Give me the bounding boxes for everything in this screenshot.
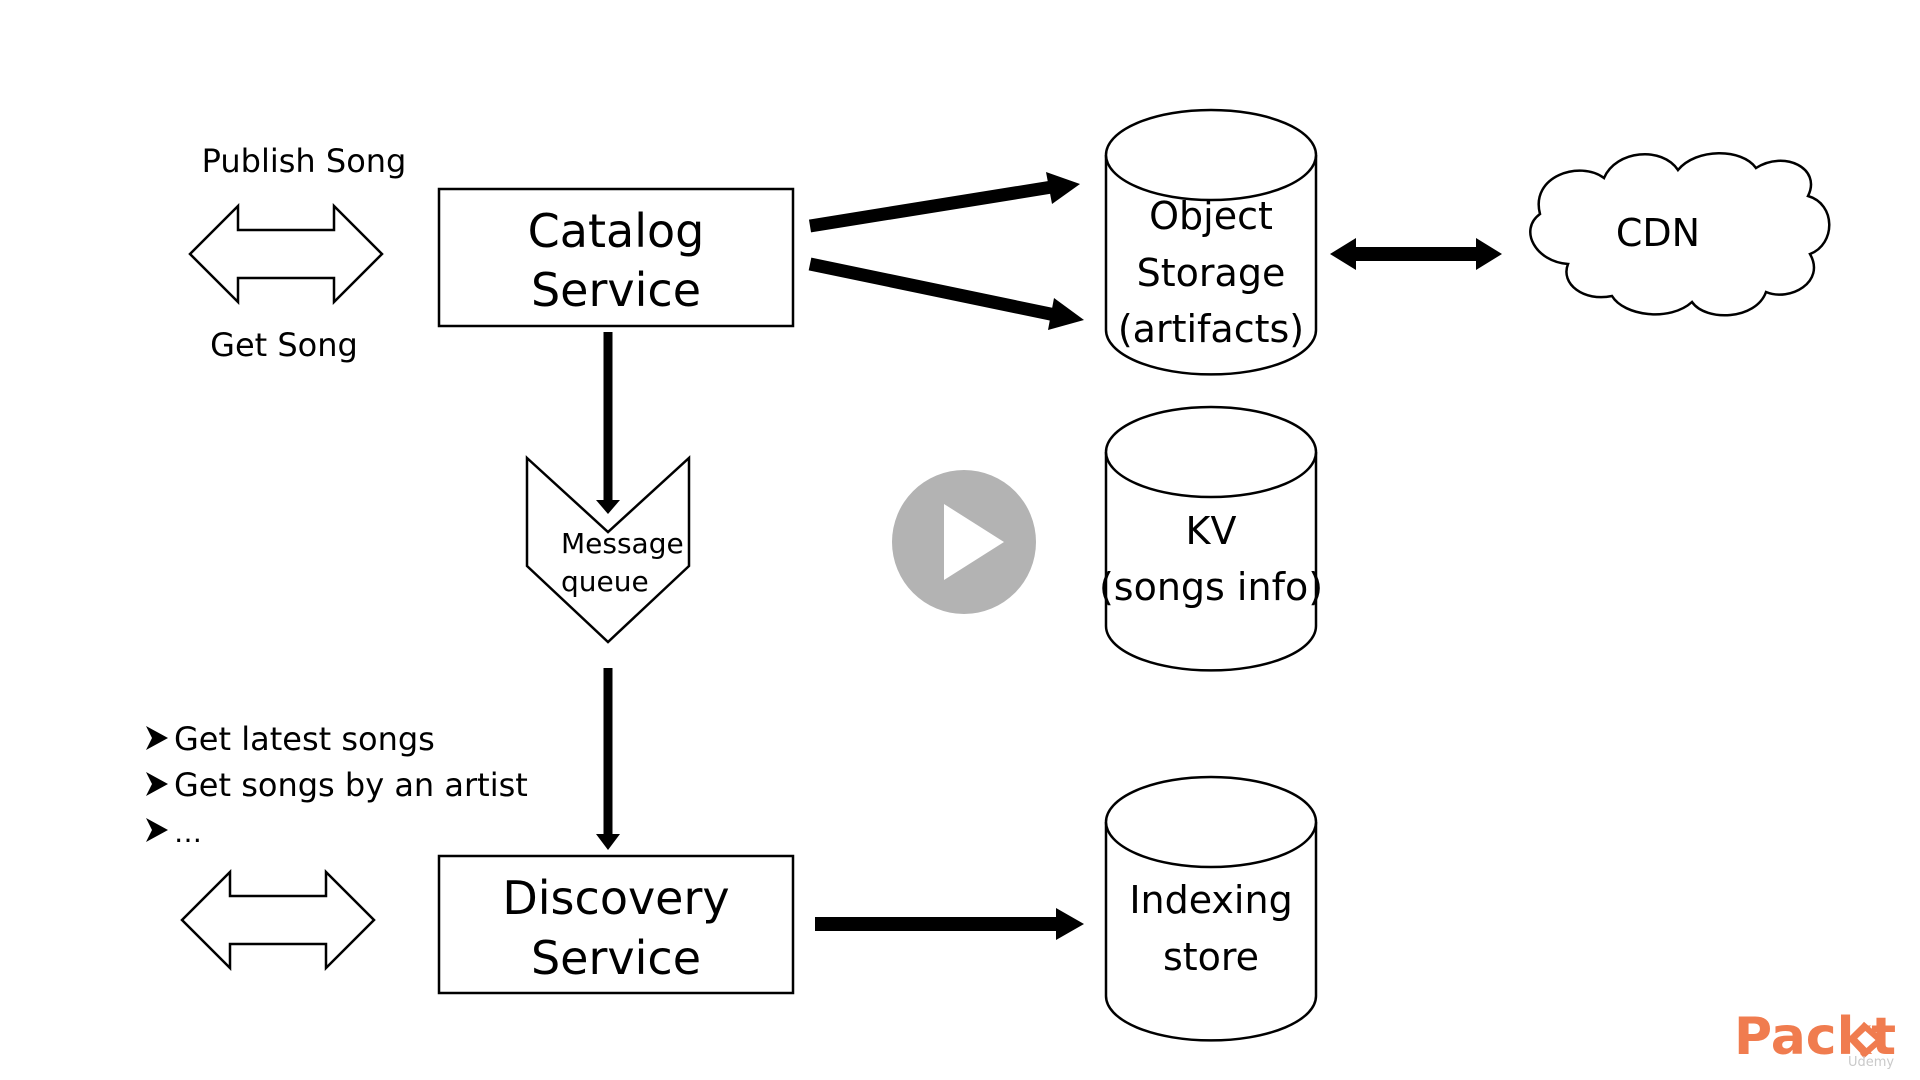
kv-store-cylinder: KV (songs info) xyxy=(1099,405,1323,672)
udemy-logo-text: Udemy xyxy=(1848,1055,1894,1070)
cdn-cloud: CDN xyxy=(1529,152,1831,317)
publish-get-double-arrow xyxy=(188,202,384,306)
arrow-bullet-icon xyxy=(146,772,168,796)
catalog-service-line1: Catalog xyxy=(528,204,705,258)
catalog-to-queue-arrow xyxy=(596,332,620,514)
query-item: Get latest songs xyxy=(146,720,435,758)
discovery-to-index-arrow xyxy=(815,908,1084,940)
discovery-query-list: Get latest songs Get songs by an artist … xyxy=(146,720,528,849)
catalog-service-box: Catalog Service xyxy=(437,187,795,328)
packt-logo: Packt Udemy xyxy=(1734,1007,1896,1070)
object-storage-cylinder: Object Storage (artifacts) xyxy=(1104,108,1318,376)
indexing-line1: Indexing xyxy=(1129,878,1292,922)
discovery-service-line1: Discovery xyxy=(502,871,729,925)
catalog-service-line2: Service xyxy=(531,263,701,317)
object-storage-line3: (artifacts) xyxy=(1118,307,1304,351)
message-queue-line1: Message xyxy=(561,527,684,560)
play-button[interactable] xyxy=(892,470,1036,614)
message-queue-line2: queue xyxy=(561,565,649,598)
packt-chevron-icon xyxy=(1860,1021,1885,1059)
cdn-label: CDN xyxy=(1616,211,1700,255)
object-storage-line2: Storage xyxy=(1137,251,1286,295)
discovery-service-box: Discovery Service xyxy=(437,854,795,995)
storage-cdn-double-arrow xyxy=(1330,238,1502,270)
query-item: … xyxy=(146,816,202,849)
publish-song-label: Publish Song xyxy=(202,142,407,180)
discovery-service-line2: Service xyxy=(531,931,701,985)
play-icon[interactable] xyxy=(944,504,1004,580)
discovery-double-arrow xyxy=(180,868,376,972)
catalog-to-storage-arrows xyxy=(808,172,1084,330)
get-song-label: Get Song xyxy=(210,326,358,364)
message-queue-shape: Message queue xyxy=(525,455,691,644)
arrow-bullet-icon xyxy=(146,726,168,750)
query-item: Get songs by an artist xyxy=(146,766,528,804)
query-item-text: … xyxy=(174,816,202,849)
kv-line2: (songs info) xyxy=(1099,565,1323,609)
indexing-line2: store xyxy=(1163,935,1259,979)
object-storage-line1: Object xyxy=(1149,194,1273,238)
kv-line1: KV xyxy=(1186,509,1237,553)
queue-to-discovery-arrow xyxy=(596,668,620,850)
indexing-store-cylinder: Indexing store xyxy=(1104,775,1318,1042)
query-item-text: Get latest songs xyxy=(174,720,435,758)
query-item-text: Get songs by an artist xyxy=(174,766,528,804)
packt-logo-text: Packt xyxy=(1734,1007,1896,1067)
arrow-bullet-icon xyxy=(146,818,168,842)
